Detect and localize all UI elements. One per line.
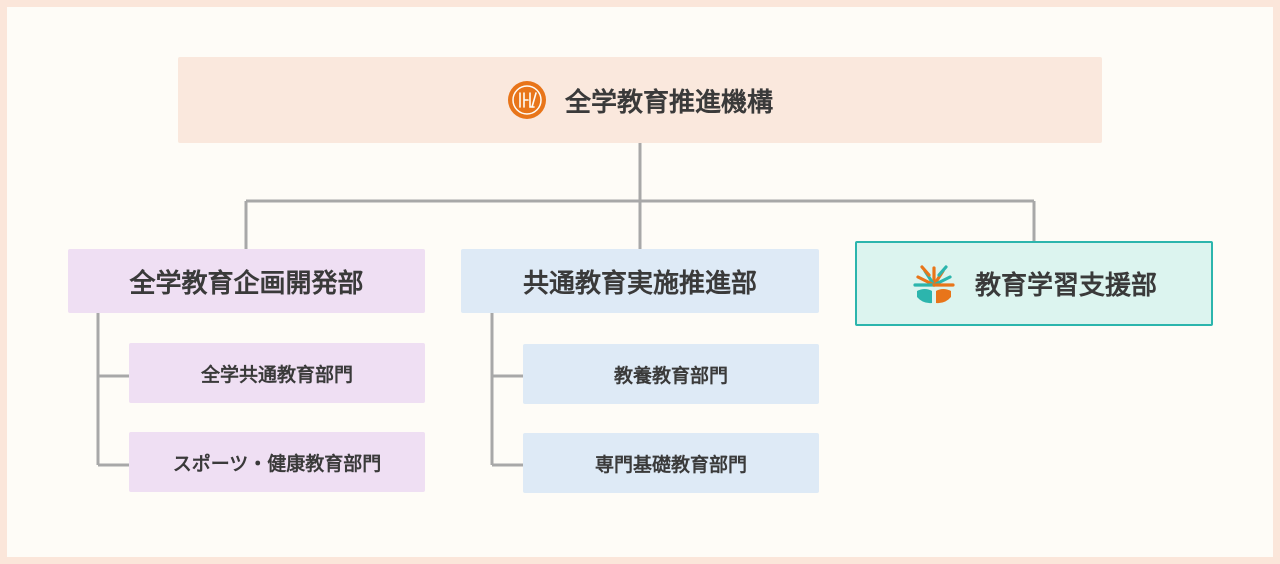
section-basic-specialized-box: 専門基礎教育部門 [523, 433, 819, 493]
dept-implementation-label: 共通教育実施推進部 [522, 268, 757, 299]
section-sports-health-box: スポーツ・健康教育部門 [129, 432, 425, 492]
dept-planning-box: 全学教育企画開発部 [68, 249, 425, 313]
dept-learning-support-label: 教育学習支援部 [974, 271, 1157, 301]
tree-logo-icon [911, 263, 957, 305]
section-sports-health-label: スポーツ・健康教育部門 [172, 452, 382, 475]
section-general-common-box: 全学共通教育部門 [129, 343, 425, 403]
section-basic-specialized-label: 専門基礎教育部門 [594, 453, 747, 476]
top-organization-box: 全学教育推進機構 [178, 57, 1102, 143]
section-general-common-label: 全学共通教育部門 [200, 363, 353, 386]
section-liberal-arts-box: 教養教育部門 [523, 344, 819, 404]
dept-learning-support-box: 教育学習支援部 [855, 241, 1213, 326]
orange-seal-logo-icon [507, 80, 547, 120]
dept-implementation-box: 共通教育実施推進部 [461, 249, 819, 313]
top-organization-label: 全学教育推進機構 [564, 87, 773, 118]
dept-planning-label: 全学教育企画開発部 [129, 268, 364, 299]
section-liberal-arts-label: 教養教育部門 [613, 364, 728, 387]
